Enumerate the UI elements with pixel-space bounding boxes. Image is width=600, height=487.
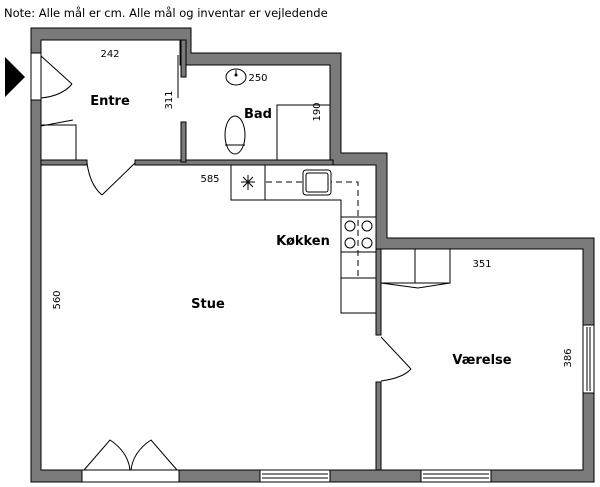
dim-vaerelse-depth: 386 bbox=[563, 348, 574, 367]
dim-kokken-width: 585 bbox=[200, 174, 219, 185]
bathroom-fixtures bbox=[224, 68, 330, 160]
stove-icon bbox=[344, 220, 373, 249]
room-label-kokken: Køkken bbox=[276, 234, 330, 249]
vaerelse-door bbox=[380, 336, 412, 382]
kitchen-sink-icon bbox=[302, 169, 332, 196]
stue-door bbox=[86, 162, 136, 196]
interior-walls bbox=[40, 39, 382, 471]
appliance-star-icon bbox=[241, 175, 255, 190]
windows bbox=[259, 324, 595, 483]
plan-note: Note: Alle mål er cm. Alle mål og invent… bbox=[4, 6, 328, 20]
dim-entre-depth: 311 bbox=[164, 90, 175, 109]
toilet-icon bbox=[224, 115, 246, 155]
dim-bad-width: 250 bbox=[248, 73, 267, 84]
dim-vaerelse-width: 351 bbox=[472, 259, 491, 270]
entre-closet bbox=[40, 119, 77, 160]
balcony-door bbox=[81, 439, 180, 483]
room-label-bad: Bad bbox=[244, 107, 272, 122]
room-label-stue: Stue bbox=[191, 297, 225, 312]
dim-bad-depth: 190 bbox=[312, 102, 323, 121]
shower bbox=[276, 104, 330, 160]
kitchen-counter bbox=[230, 165, 376, 314]
wardrobe bbox=[380, 249, 451, 289]
dim-entre-width: 242 bbox=[100, 49, 119, 60]
entrance-arrow-icon bbox=[5, 57, 25, 97]
room-label-entre: Entre bbox=[90, 94, 130, 109]
dim-stue-depth: 560 bbox=[52, 290, 63, 309]
front-door bbox=[30, 52, 73, 101]
room-label-vaerelse: Værelse bbox=[452, 353, 511, 368]
outer-walls bbox=[30, 27, 595, 483]
sink-icon bbox=[225, 68, 247, 86]
